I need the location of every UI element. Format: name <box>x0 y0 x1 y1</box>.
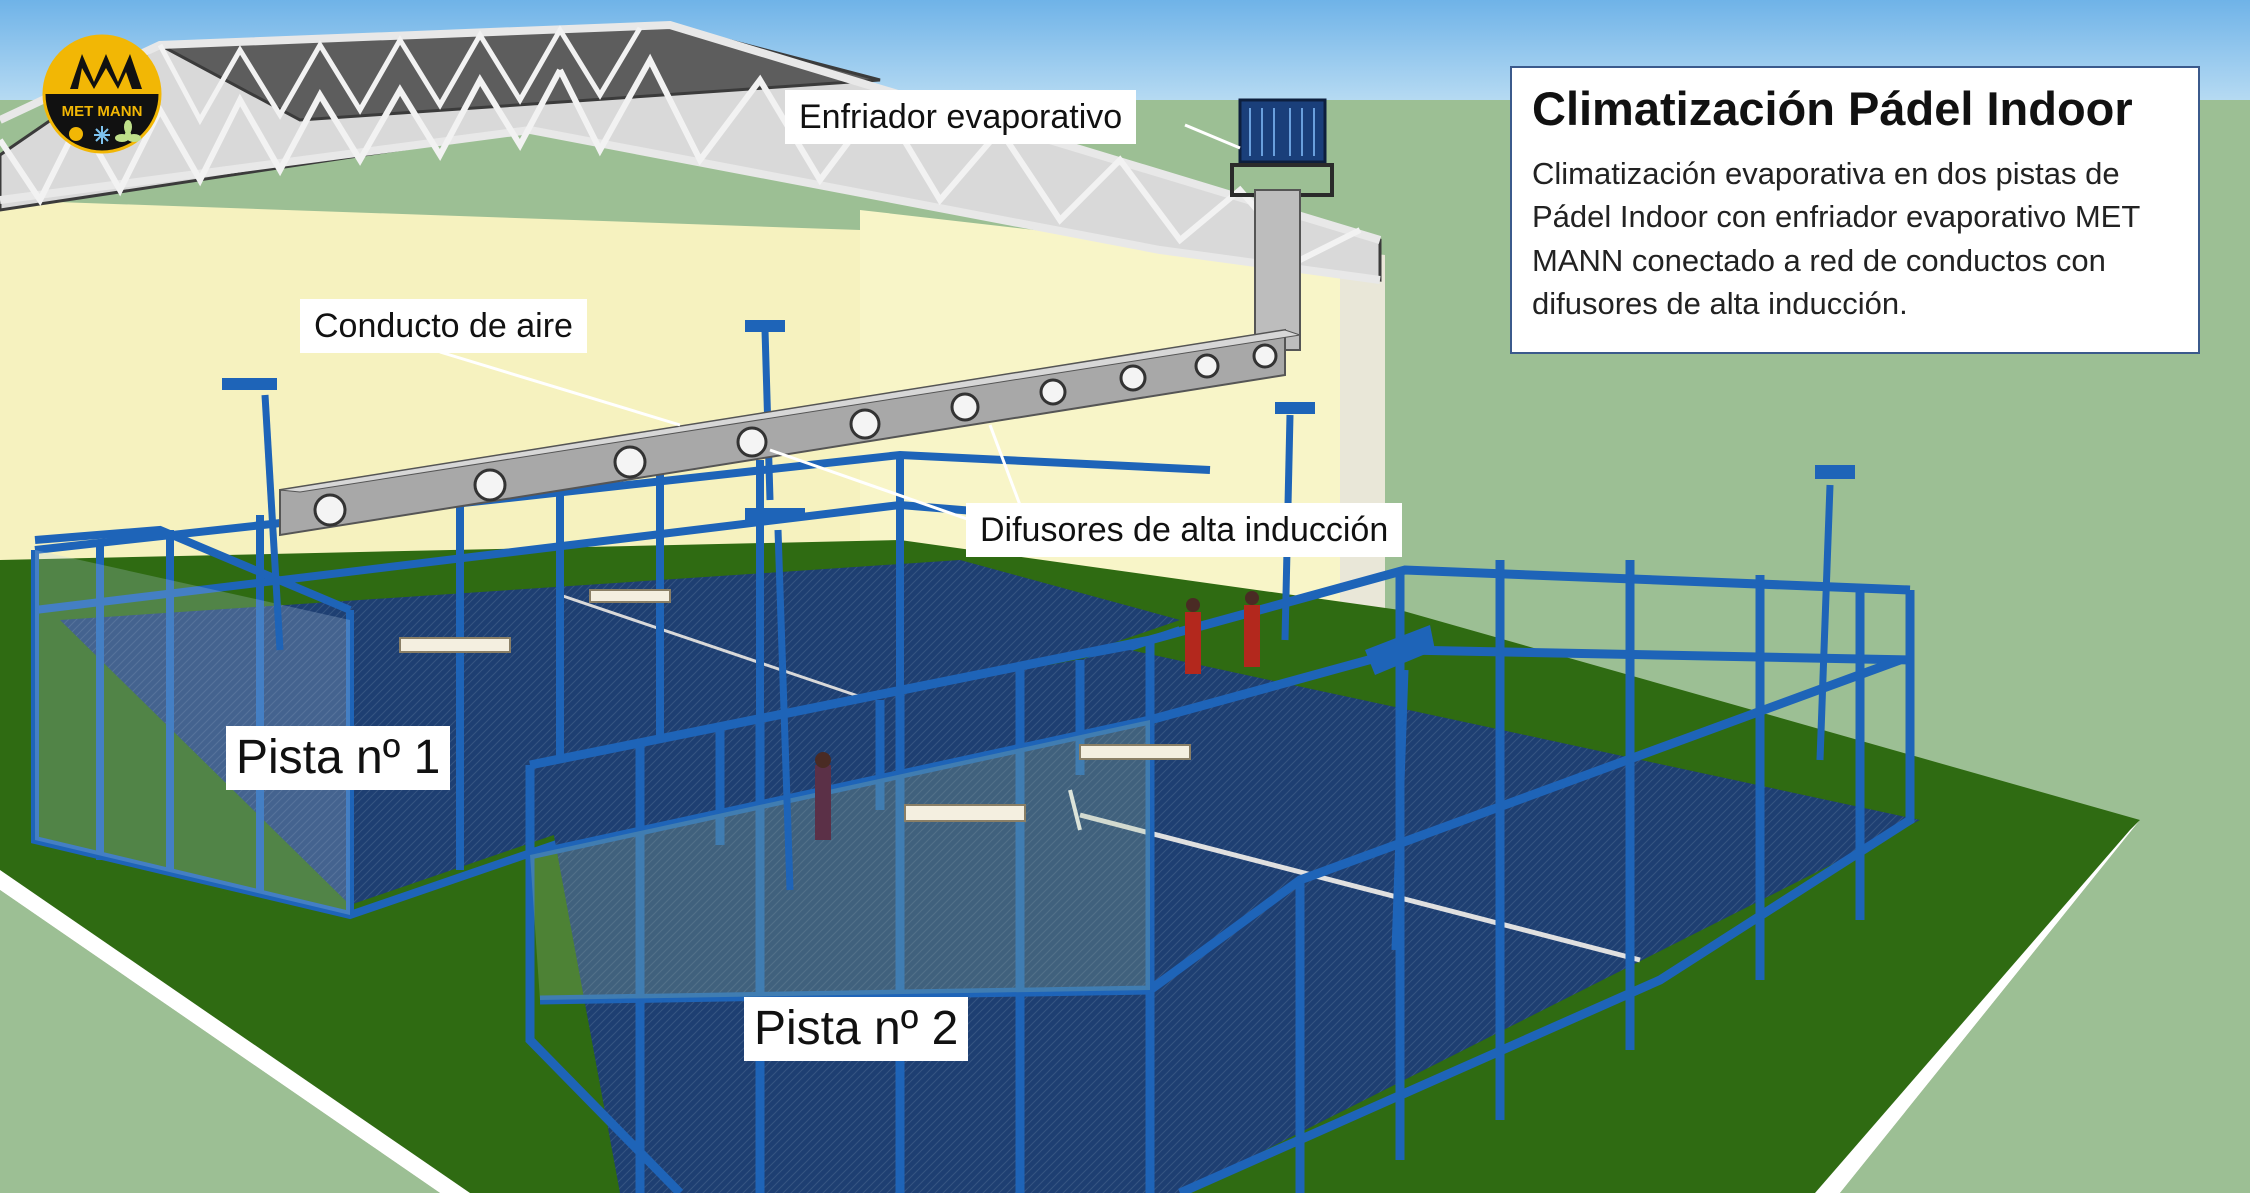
info-description: Climatización evaporativa en dos pistas … <box>1532 155 2140 321</box>
info-panel: Climatización Pádel Indoor Climatización… <box>1510 66 2200 354</box>
info-title: Climatización Pádel Indoor <box>1532 82 2133 135</box>
duct-label: Conducto de aire <box>300 299 587 353</box>
players <box>815 591 1260 840</box>
leader-lines <box>439 123 1241 522</box>
floor-edge <box>0 870 470 1193</box>
fan-icon <box>115 120 141 142</box>
cooler-label: Enfriador evaporativo <box>785 90 1137 144</box>
court-1 <box>31 450 1211 920</box>
diffusers <box>313 343 1278 527</box>
evaporative-cooler <box>1230 98 1334 197</box>
logo-text: MET MANN <box>62 103 143 120</box>
benches <box>399 589 1191 822</box>
met-mann-logo: MET MANN <box>42 34 162 154</box>
air-duct <box>279 189 1301 537</box>
court-1-label: Pista nº 1 <box>226 726 451 790</box>
wall-column <box>1340 250 1385 660</box>
sun-icon <box>69 127 83 141</box>
floodlights <box>222 320 1855 675</box>
snowflake-icon <box>94 126 110 144</box>
floor-edge-right <box>1815 820 2140 1193</box>
light-poles <box>261 329 1834 951</box>
court-2-label: Pista nº 2 <box>744 997 969 1061</box>
diffusers-label: Difusores de alta inducción <box>966 503 1403 557</box>
